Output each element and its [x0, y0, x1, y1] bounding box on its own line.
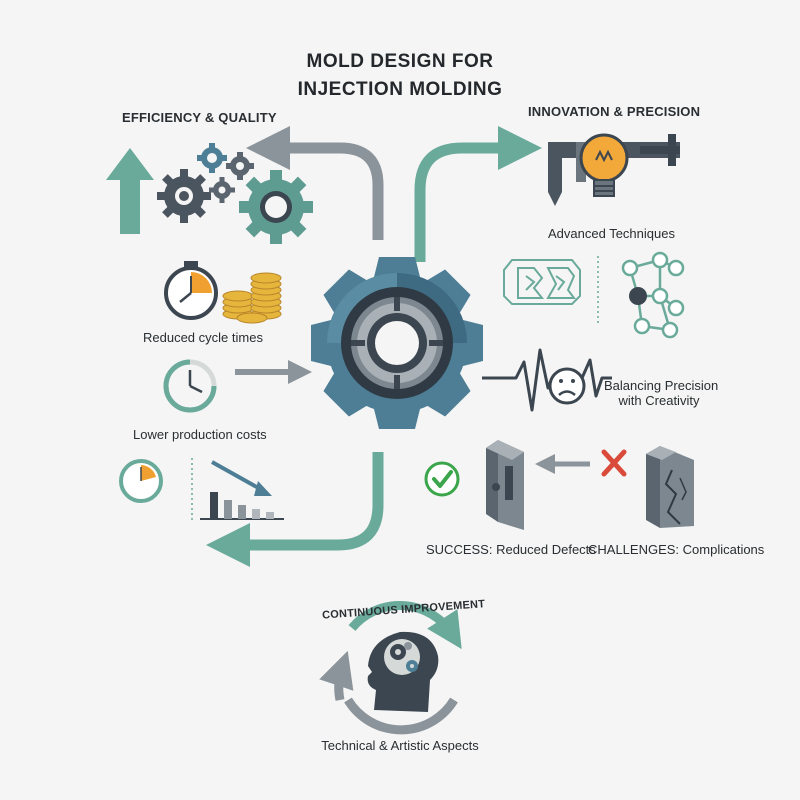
- coins-icon: [222, 272, 282, 324]
- clock-icon: [163, 359, 217, 413]
- label-balancing: Balancing Precision with Creativity: [604, 378, 719, 408]
- label-reduced-cycle-times: Reduced cycle times: [143, 330, 263, 345]
- declining-bar-chart-icon: [200, 460, 284, 520]
- head-gears-icon: [367, 631, 439, 712]
- lightbulb-icon: [579, 133, 629, 197]
- sad-face-icon: [548, 367, 586, 405]
- network-icon: [621, 251, 685, 339]
- cracked-part-icon: [646, 446, 694, 528]
- arrow-to-innovation: [414, 126, 542, 262]
- central-gear-icon: [311, 257, 483, 429]
- label-challenges: CHALLENGES: Complications: [588, 542, 765, 557]
- label-lower-production-costs: Lower production costs: [133, 427, 267, 442]
- label-balancing-line-2: with Creativity: [618, 393, 700, 408]
- title-line-2: INJECTION MOLDING: [297, 79, 503, 100]
- title-line-1: MOLD DESIGN FOR: [306, 51, 494, 72]
- label-technical-artistic: Technical & Artistic Aspects: [321, 738, 479, 753]
- pie-timer-icon: [119, 459, 163, 503]
- label-advanced-techniques: Advanced Techniques: [548, 226, 675, 241]
- arrow-to-efficiency: [246, 126, 384, 240]
- arrow-gear-to-bottom-left: [206, 452, 384, 567]
- gears-icon: [157, 143, 313, 244]
- maze-pattern-icon: [503, 259, 581, 305]
- label-efficiency-quality: EFFICIENCY & QUALITY: [122, 110, 277, 125]
- mold-part-icon: [486, 440, 524, 530]
- label-balancing-line-1: Balancing Precision: [604, 378, 719, 393]
- heartbeat-line-icon: [482, 348, 612, 412]
- check-icon: [424, 461, 460, 497]
- label-innovation-precision: INNOVATION & PRECISION: [528, 104, 701, 119]
- cycle-arrows-icon: [319, 601, 462, 735]
- label-success: SUCCESS: Reduced Defects: [426, 542, 596, 557]
- up-arrow-icon: [106, 148, 154, 234]
- page-title: MOLD DESIGN FOR INJECTION MOLDING: [250, 48, 550, 104]
- cross-icon: [601, 449, 627, 477]
- stopwatch-icon: [164, 261, 218, 320]
